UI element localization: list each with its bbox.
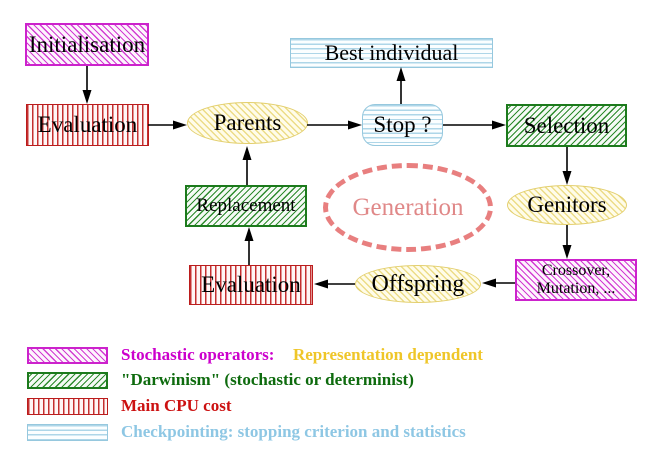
node-selection-label: Selection bbox=[523, 112, 610, 138]
arrow-crossover-to-offspring bbox=[482, 278, 515, 288]
node-crossover-mutation-label: Crossover, Mutation, ... bbox=[537, 262, 616, 299]
arrow-genitors-to-crossover bbox=[562, 225, 572, 259]
node-stop: Stop ? bbox=[362, 104, 443, 146]
generation-loop-ellipse: Generation bbox=[323, 163, 493, 252]
node-best-individual: Best individual bbox=[290, 38, 493, 68]
node-evaluation-bottom: Evaluation bbox=[189, 265, 313, 305]
arrow-stop-to-selection bbox=[443, 120, 506, 130]
legend-row-checkpointing: Checkpointing: stopping criterion and st… bbox=[0, 422, 662, 442]
node-genitors: Genitors bbox=[507, 185, 627, 225]
legend-representation-label: Representation dependent bbox=[292, 345, 483, 364]
legend-checkpointing-label: Checkpointing: stopping criterion and st… bbox=[121, 422, 466, 441]
legend-darwinism-label: "Darwinism" (stochastic or determinist) bbox=[121, 370, 414, 389]
generation-label: Generation bbox=[352, 193, 464, 221]
arrow-init-to-evaluation bbox=[82, 66, 92, 104]
legend-row-stochastic: Stochastic operators: Representation dep… bbox=[0, 345, 662, 365]
node-offspring: Offspring bbox=[355, 265, 481, 303]
node-parents: Parents bbox=[187, 102, 308, 144]
legend-row-darwinism: "Darwinism" (stochastic or determinist) bbox=[0, 370, 662, 390]
legend-swatch-magenta-hatch bbox=[27, 346, 108, 364]
arrow-parents-to-stop bbox=[307, 120, 362, 130]
arrow-stop-to-best-individual bbox=[396, 67, 406, 104]
node-replacement: Replacement bbox=[185, 185, 307, 227]
crossover-line1: Crossover, bbox=[541, 261, 611, 279]
legend-swatch-cyan-stripes bbox=[27, 423, 108, 441]
arrow-evaluation-to-replacement bbox=[244, 227, 254, 265]
node-evaluation-top: Evaluation bbox=[26, 104, 149, 146]
crossover-line2: Mutation, ... bbox=[536, 280, 616, 297]
node-evaluation-top-label: Evaluation bbox=[37, 112, 138, 137]
node-stop-label: Stop ? bbox=[373, 112, 432, 137]
node-best-individual-label: Best individual bbox=[324, 40, 459, 65]
arrow-offspring-to-evaluation bbox=[314, 279, 355, 289]
node-parents-label: Parents bbox=[213, 110, 282, 135]
node-genitors-label: Genitors bbox=[527, 192, 607, 217]
legend-stochastic-label: Stochastic operators: bbox=[121, 345, 275, 364]
legend-text-stochastic: Stochastic operators: Representation dep… bbox=[121, 345, 483, 365]
legend-row-cpu-cost: Main CPU cost bbox=[0, 396, 662, 416]
node-selection: Selection bbox=[506, 104, 627, 147]
node-evaluation-bottom-label: Evaluation bbox=[201, 272, 301, 297]
node-initialisation: Initialisation bbox=[25, 23, 149, 66]
arrow-replacement-to-parents bbox=[242, 146, 252, 185]
legend-swatch-red-stripes bbox=[27, 397, 108, 415]
legend-swatch-green-hatch bbox=[27, 371, 108, 389]
node-offspring-label: Offspring bbox=[371, 270, 465, 297]
arrow-evaluation-to-parents bbox=[148, 120, 187, 130]
node-crossover-mutation: Crossover, Mutation, ... bbox=[515, 259, 637, 301]
legend-cpu-cost-label: Main CPU cost bbox=[121, 396, 232, 415]
arrow-selection-to-genitors bbox=[562, 147, 572, 185]
node-replacement-label: Replacement bbox=[196, 195, 296, 216]
node-initialisation-label: Initialisation bbox=[28, 31, 146, 57]
